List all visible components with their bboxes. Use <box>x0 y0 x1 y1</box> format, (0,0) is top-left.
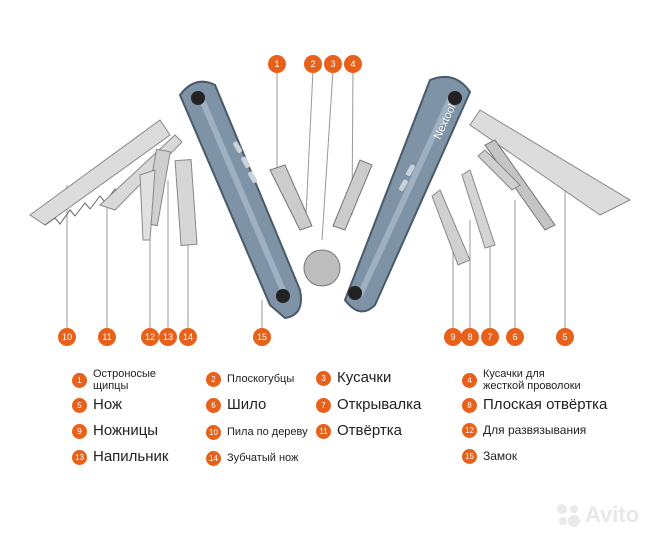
legend-label: Замок <box>483 448 518 463</box>
legend-item-14: 14 Зубчатый нож <box>206 451 298 466</box>
legend-num: 13 <box>72 449 87 465</box>
svg-text:4: 4 <box>350 59 355 69</box>
legend-item-11: 11 Отвёртка <box>316 422 402 440</box>
legend-item-13: 13 Напильник <box>72 448 169 466</box>
legend: 1 Остроносые щипцы 2 Плоскогубцы 3 Кусач… <box>0 360 658 480</box>
svg-text:9: 9 <box>450 332 455 342</box>
svg-text:3: 3 <box>330 59 335 69</box>
bottle-opener <box>461 169 496 249</box>
legend-item-8: 8 Плоская отвёртка <box>462 396 608 414</box>
callouts-top: 1 2 3 4 <box>268 55 362 73</box>
legend-item-15: 15 Замок <box>462 449 517 464</box>
scissors <box>431 189 471 266</box>
legend-num: 4 <box>462 372 477 388</box>
legend-num: 6 <box>206 397 221 413</box>
legend-label: Зубчатый нож <box>227 452 299 465</box>
wood-saw-blade <box>29 119 171 226</box>
right-handle: Nextool <box>343 76 472 313</box>
watermark-text: Avito <box>585 502 640 527</box>
legend-label: Напильник <box>93 448 169 465</box>
svg-text:7: 7 <box>487 332 492 342</box>
legend-item-10: 10 Пила по дереву <box>206 425 308 440</box>
legend-item-9: 9 Ножницы <box>72 422 159 440</box>
legend-label: Открывалка <box>337 396 422 413</box>
legend-label: Для развязывания <box>483 422 587 437</box>
left-tools <box>29 119 198 246</box>
legend-num: 1 <box>72 372 87 388</box>
legend-num: 14 <box>206 451 221 466</box>
svg-text:6: 6 <box>512 332 517 342</box>
legend-num: 15 <box>462 449 477 464</box>
avito-logo-icon <box>557 504 580 527</box>
svg-text:2: 2 <box>310 59 315 69</box>
legend-label: Шило <box>227 396 267 413</box>
pliers <box>269 159 373 287</box>
svg-text:12: 12 <box>145 332 155 342</box>
legend-label: Остроносые щипцы <box>93 368 157 393</box>
legend-item-12: 12 Для развязывания <box>462 423 586 438</box>
legend-item-6: 6 Шило <box>206 396 267 414</box>
legend-num: 7 <box>316 397 331 413</box>
legend-label: Ножницы <box>93 422 159 439</box>
legend-label: Кусачки <box>337 369 392 386</box>
right-tools <box>431 109 632 266</box>
legend-label: Нож <box>93 396 123 413</box>
legend-num: 9 <box>72 423 87 439</box>
legend-num: 8 <box>462 397 477 413</box>
svg-text:10: 10 <box>62 332 72 342</box>
svg-text:13: 13 <box>163 332 173 342</box>
legend-label: Плоская отвёртка <box>483 396 608 413</box>
left-handle <box>178 80 302 320</box>
legend-num: 11 <box>316 423 331 439</box>
legend-num: 2 <box>206 372 221 387</box>
legend-item-4: 4 Кусачки для жесткой проволоки <box>462 368 581 392</box>
avito-watermark: Avito <box>555 500 655 530</box>
svg-text:14: 14 <box>183 332 193 342</box>
legend-num: 5 <box>72 397 87 413</box>
legend-item-7: 7 Открывалка <box>316 396 422 414</box>
flat-screwdriver <box>477 149 521 191</box>
legend-label: Отвёртка <box>337 422 402 439</box>
legend-label: Пила по дереву <box>227 426 308 439</box>
legend-item-1: 1 Остроносые щипцы <box>72 368 156 392</box>
legend-num: 12 <box>462 423 477 438</box>
legend-label: Кусачки для жесткой проволоки <box>483 368 581 393</box>
svg-text:5: 5 <box>562 332 567 342</box>
svg-text:11: 11 <box>102 332 111 342</box>
svg-text:15: 15 <box>257 332 267 342</box>
serrated-knife <box>174 159 198 246</box>
legend-num: 10 <box>206 425 221 440</box>
svg-text:8: 8 <box>467 332 472 342</box>
legend-num: 3 <box>316 370 331 386</box>
legend-label: Плоскогубцы <box>227 373 295 386</box>
main-knife-blade <box>469 109 632 216</box>
legend-item-3: 3 Кусачки <box>316 369 392 387</box>
untie-tool <box>139 169 156 241</box>
legend-item-5: 5 Нож <box>72 396 123 414</box>
multitool-diagram: Nextool 1 2 3 4 10 11 12 13 14 15 9 8 7 … <box>29 55 632 346</box>
legend-item-2: 2 Плоскогубцы <box>206 372 294 387</box>
callouts-bottom: 10 11 12 13 14 15 9 8 7 6 5 <box>58 328 574 346</box>
svg-text:1: 1 <box>274 59 279 69</box>
